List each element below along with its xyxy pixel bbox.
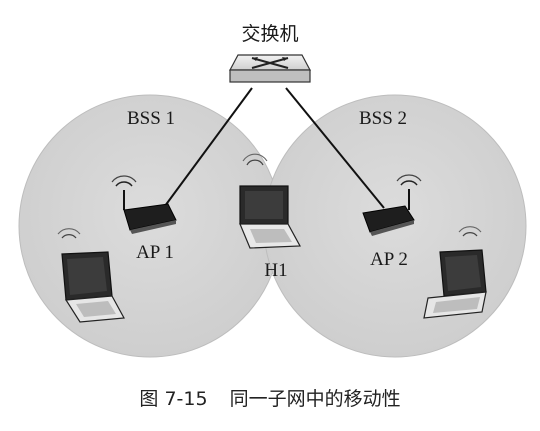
laptop-bss1-icon <box>57 228 125 323</box>
figure-caption-text: 同一子网中的移动性 <box>229 388 401 410</box>
switch-label: 交换机 <box>241 23 298 45</box>
ap2-icon <box>362 174 422 236</box>
link-switch-ap1 <box>161 87 253 211</box>
figure-number: 图 7-15 <box>139 388 208 410</box>
figure-caption: 图 7-15 同一子网中的移动性 <box>0 384 540 411</box>
bss1-label: BSS 1 <box>127 108 175 129</box>
laptop-bss2-icon <box>423 226 487 319</box>
ap2-label: AP 2 <box>370 249 408 270</box>
link-switch-ap2 <box>285 87 385 209</box>
ap1-label: AP 1 <box>136 242 174 263</box>
laptop-h1-icon <box>239 153 301 249</box>
switch-icon <box>229 54 311 83</box>
host-h1-label: H1 <box>264 260 287 281</box>
ap1-icon <box>111 175 177 234</box>
bss2-label: BSS 2 <box>359 108 407 129</box>
